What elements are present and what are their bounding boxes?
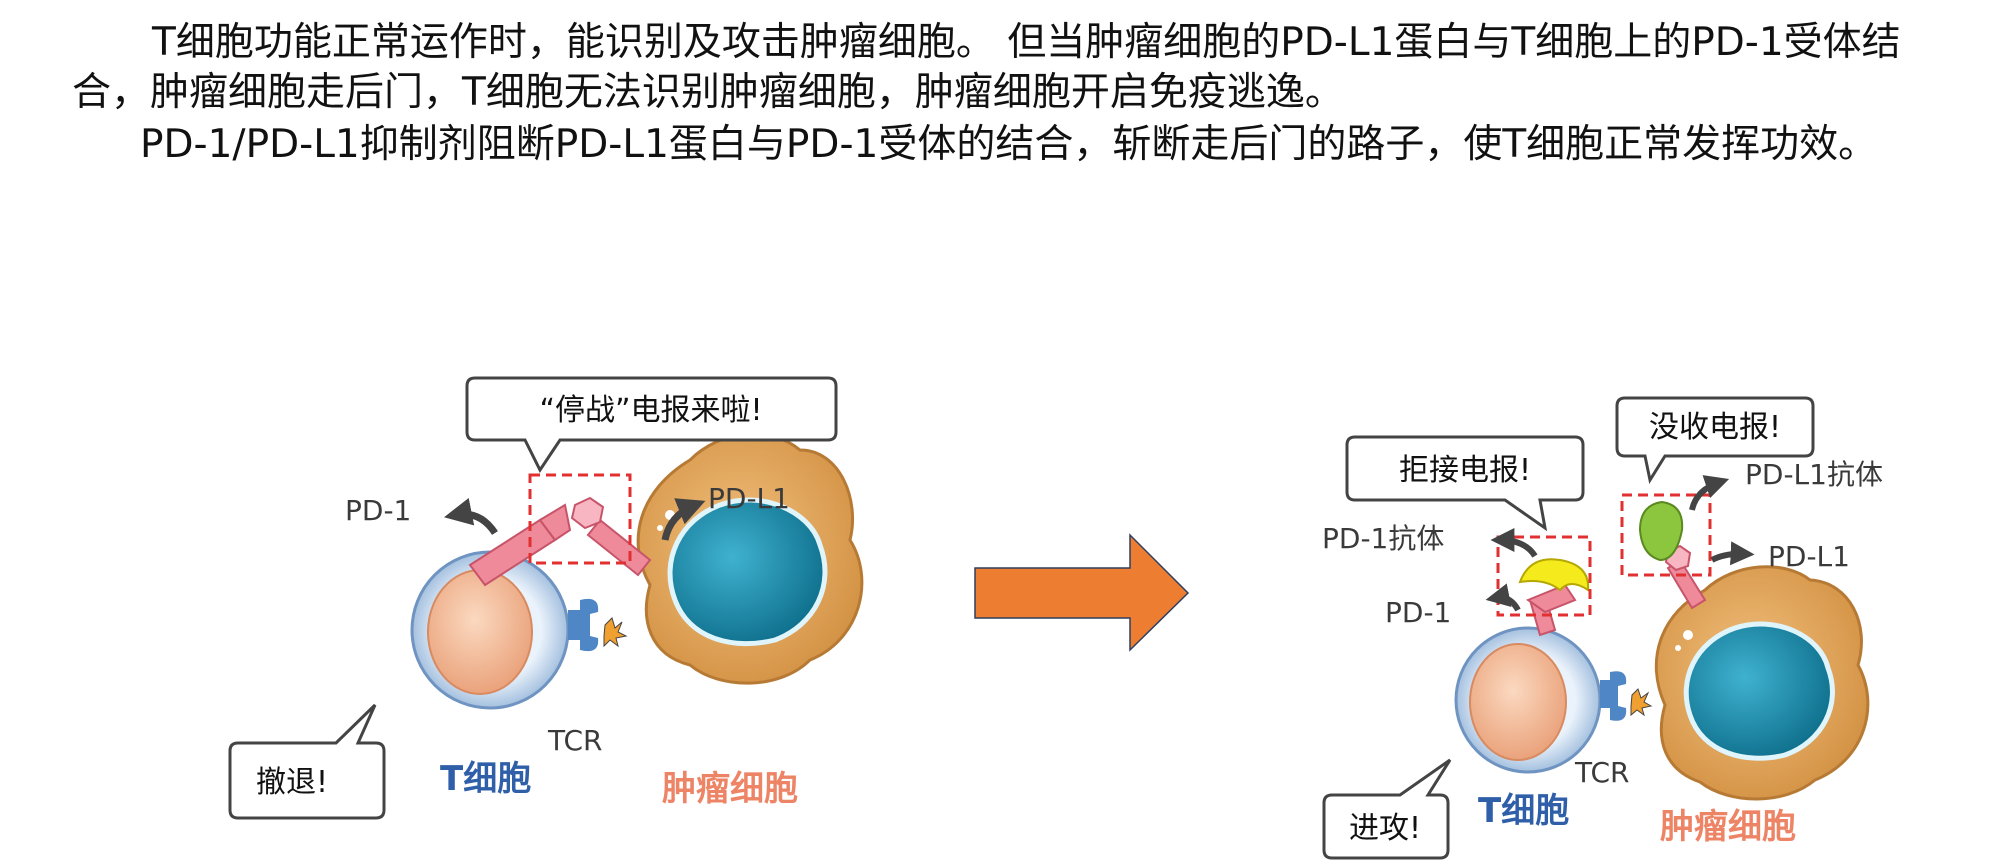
label-tcr-right: TCR: [1574, 756, 1629, 789]
label-tcr-left: TCR: [547, 724, 602, 757]
bubble-attack-text: 进攻!: [1349, 811, 1421, 846]
pdl1-pointer-arrow-left: [661, 498, 706, 541]
transition-arrow: [974, 533, 1190, 652]
pd1-with-antibody: [1518, 558, 1590, 637]
pd1-pdl1-binding-left: [468, 496, 652, 587]
label-tumor-left: 肿瘤细胞: [662, 769, 798, 809]
label-tcell-left: T细胞: [440, 759, 531, 799]
bubble-ceasefire-text: “停战”电报来啦!: [539, 393, 762, 428]
pd1-pointer-arrow-right: [1485, 583, 1521, 612]
pdl1-pointer-arrow-right: [1710, 541, 1755, 566]
bubble-refuse-text: 拒接电报!: [1399, 453, 1531, 488]
speech-bubble-retreat: [228, 703, 386, 820]
pdl1-antibody-pointer-arrow: [1689, 475, 1730, 511]
speech-bubble-ceasefire: [465, 376, 838, 473]
label-pd1-left: PD-1: [345, 494, 411, 527]
tumor-cell-right: [1654, 565, 1870, 801]
speech-bubble-refuse: [1345, 435, 1585, 532]
paragraph-2: PD-1/PD-L1抑制剂阻断PD-L1蛋白与PD-1受体的结合，斩断走后门的路…: [140, 122, 1878, 167]
speech-bubble-attack: [1322, 758, 1452, 860]
tcr-receptor-left: [568, 598, 628, 652]
speech-bubble-confiscate: [1615, 396, 1815, 484]
pdl1-with-antibody: [1638, 500, 1707, 610]
right-panel: 拒接电报! 没收电报! 进攻! PD-1抗体 PD-1 PD-L1抗体 PD-L…: [1322, 396, 1883, 860]
label-pdl1-left: PD-L1: [708, 482, 790, 515]
label-pdl1-right: PD-L1: [1768, 540, 1850, 573]
left-panel: “停战”电报来啦! 撤退! PD-1 PD-L1 TCR T细胞 肿瘤细胞: [228, 376, 864, 820]
pdl1-antibody-highlight-box: [1620, 493, 1712, 577]
binding-highlight-box-left: [528, 473, 632, 565]
bubble-confiscate-text: 没收电报!: [1649, 410, 1781, 445]
pd1-antibody-highlight-box: [1496, 535, 1592, 617]
label-pdl1-antibody: PD-L1抗体: [1745, 458, 1883, 491]
pd1-pointer-arrow-left: [444, 497, 498, 536]
t-cell-right: [1454, 626, 1602, 774]
paragraph-1: T细胞功能正常运作时，能识别及攻击肿瘤细胞。 但当肿瘤细胞的PD-L1蛋白与T细…: [72, 20, 1901, 115]
pd1-antibody-pointer-arrow: [1490, 528, 1538, 558]
label-pd1-antibody: PD-1抗体: [1322, 522, 1444, 555]
tumor-cell-left: [636, 432, 864, 685]
label-pd1-right: PD-1: [1385, 596, 1451, 629]
bubble-retreat-text: 撤退!: [256, 765, 328, 800]
tcr-receptor-right: [1600, 671, 1653, 721]
label-tcell-right: T细胞: [1478, 791, 1569, 831]
t-cell-left: [410, 550, 570, 710]
label-tumor-right: 肿瘤细胞: [1660, 807, 1796, 847]
